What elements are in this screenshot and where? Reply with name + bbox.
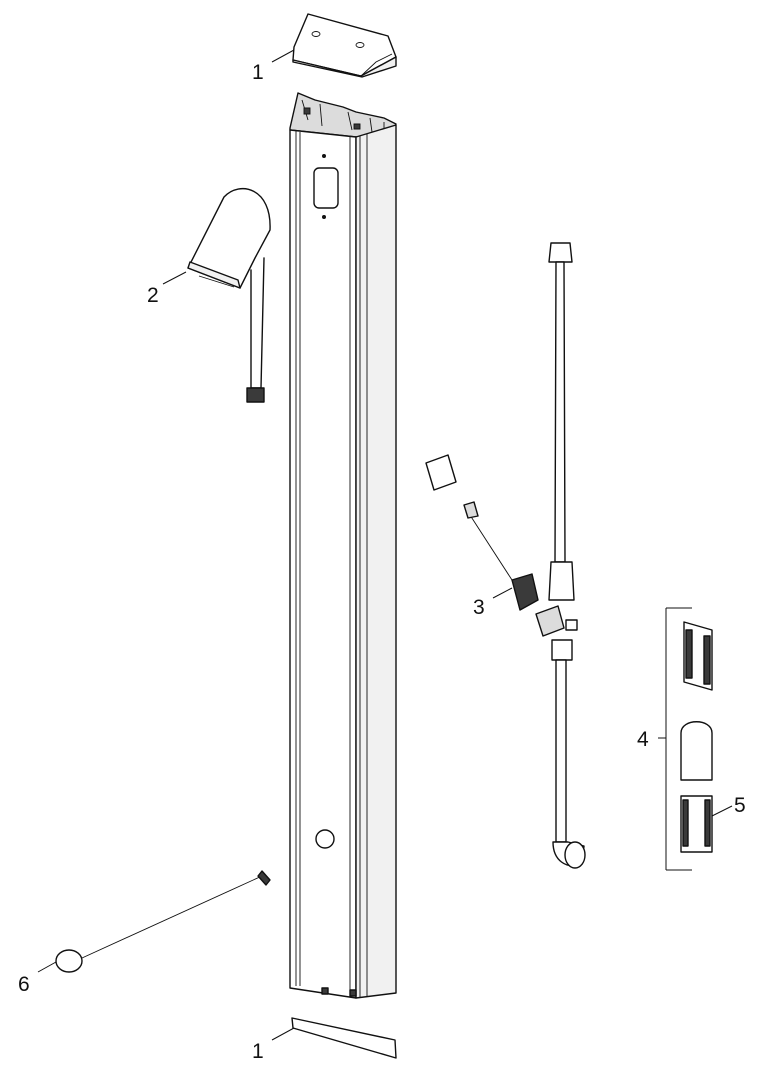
- bottom-cover-cap: [291, 1017, 397, 1059]
- sensor-valve: [425, 454, 539, 611]
- callout-label: 5: [734, 794, 746, 817]
- remote-push-button: [55, 870, 271, 973]
- callout-3: 3: [473, 587, 513, 619]
- shower-head: [187, 187, 271, 403]
- callout-label: 2: [147, 284, 159, 307]
- shower-panel-column: [289, 92, 397, 999]
- callout-label: 4: [637, 728, 649, 751]
- callout-5: 5: [711, 794, 746, 817]
- callout-6: 6: [18, 961, 57, 996]
- callout-label: 6: [18, 973, 30, 996]
- top-cover-cap: [292, 13, 397, 78]
- callout-label: 1: [252, 1040, 264, 1063]
- callout-4: 4: [637, 728, 666, 751]
- battery-holder-assembly: [665, 607, 713, 871]
- supply-pipe-assembly: [535, 242, 586, 869]
- callout-1-top: 1: [252, 49, 295, 84]
- callout-1-bottom: 1: [252, 1027, 295, 1063]
- callout-2: 2: [147, 271, 187, 307]
- callout-label: 1: [252, 61, 264, 84]
- callout-label: 3: [473, 596, 485, 619]
